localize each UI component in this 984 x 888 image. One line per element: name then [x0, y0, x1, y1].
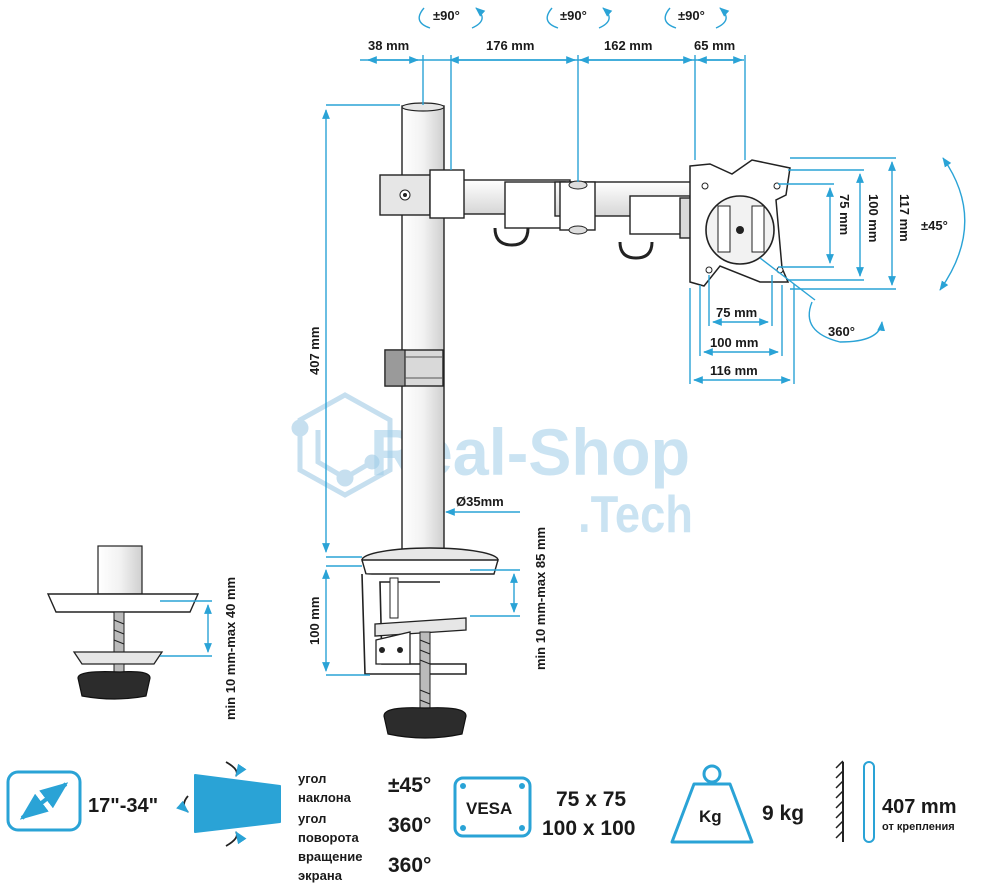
dim-pole-height: 407 mm	[307, 327, 322, 375]
height-note: от крепления	[882, 821, 955, 833]
weight-icon	[670, 764, 754, 844]
screen-size-icon	[6, 770, 82, 832]
tilt-label: ±45°	[921, 218, 948, 233]
dim-plate-width: 116 mm	[710, 363, 758, 378]
rot-label-2: ±90°	[560, 8, 587, 23]
dim-vesa-h-75: 75 mm	[716, 305, 757, 320]
rotation-label: 360°	[828, 324, 855, 339]
watermark: Real-Shop .Tech	[291, 392, 693, 544]
dim-grommet-range: min 10 mm-max 40 mm	[223, 577, 238, 720]
rotation-text: вращение экрана	[298, 849, 366, 883]
dim-arm-1: 176 mm	[486, 38, 534, 53]
monitor-tilt-icon	[176, 761, 281, 847]
dim-head: 65 mm	[694, 38, 735, 53]
height-value: 407 mm	[882, 796, 957, 818]
dim-plate-height: 117 mm	[897, 194, 912, 242]
vesa-badge-text: VESA	[466, 799, 512, 818]
swivel-value: 360°	[388, 814, 431, 837]
dim-clamp-range: min 10 mm-max 85 mm	[533, 527, 548, 670]
dim-vesa-v-75: 75 mm	[837, 194, 852, 235]
dim-clamp-height: 100 mm	[307, 597, 322, 645]
dim-arm-2: 162 mm	[604, 38, 652, 53]
spec-bar: 17"-34" угол наклона угол поворота враще…	[6, 760, 957, 883]
watermark-line2: .Tech	[578, 486, 693, 544]
dim-pole-diameter: Ø35mm	[456, 494, 504, 509]
dimension-labels: ±90° ±90° ±90° 38 mm 176 mm 162 mm 65 mm…	[223, 8, 948, 720]
tilt-text-2: наклона	[298, 790, 352, 805]
dim-pole-offset: 38 mm	[368, 38, 409, 53]
dim-vesa-h-100: 100 mm	[710, 335, 758, 350]
weight-value: 9 kg	[762, 802, 804, 825]
mount-illustration	[46, 102, 791, 739]
tilt-text-1: угол	[298, 771, 326, 786]
dimension-lines	[160, 7, 966, 676]
vesa-line-2: 100 x 100	[542, 817, 635, 840]
grommet-mount	[46, 545, 200, 700]
desk-clamp	[361, 547, 499, 739]
dim-vesa-v-100: 100 mm	[866, 194, 881, 242]
tilt-value: ±45°	[388, 774, 431, 797]
vesa-icon	[453, 776, 532, 838]
swivel-text: угол поворота	[298, 811, 359, 845]
watermark-logo-icon	[291, 392, 393, 498]
weight-badge-text: Kg	[699, 807, 722, 826]
tilt-text: угол наклона	[298, 771, 352, 805]
screen-size-value: 17"-34"	[88, 795, 158, 817]
wall-height-icon	[835, 760, 875, 843]
rotation-value: 360°	[388, 854, 431, 877]
rot-label-3: ±90°	[678, 8, 705, 23]
vesa-line-1: 75 x 75	[556, 788, 626, 811]
vesa-head	[689, 159, 791, 287]
rot-label-1: ±90°	[433, 8, 460, 23]
